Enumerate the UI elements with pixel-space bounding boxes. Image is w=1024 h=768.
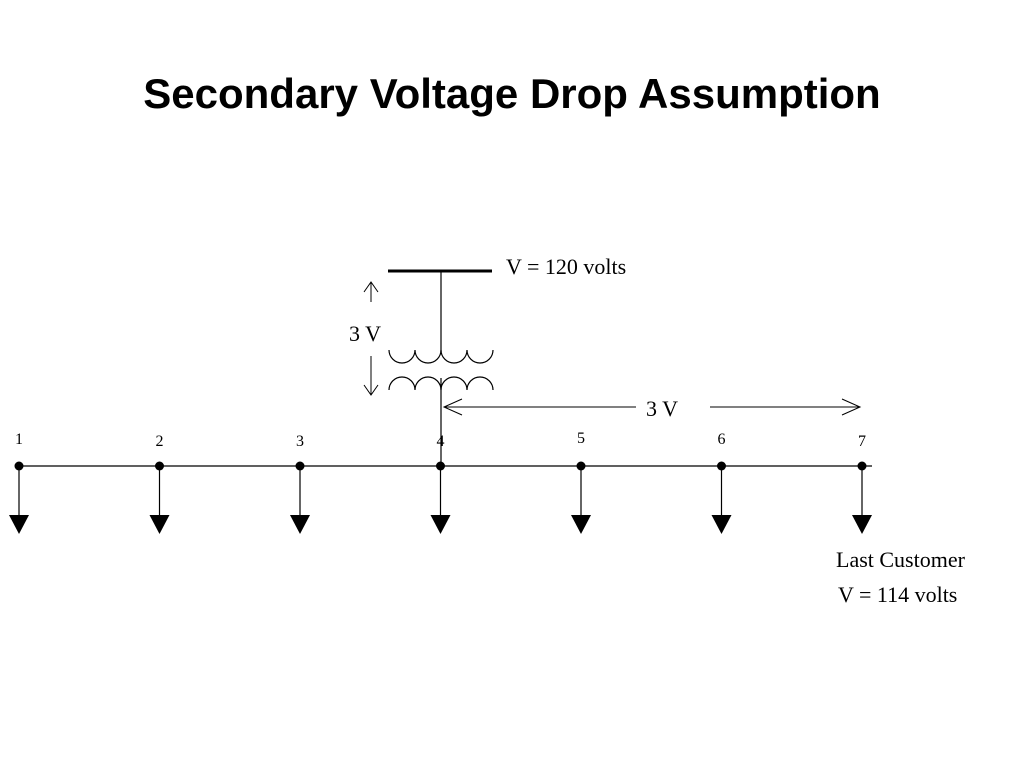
node-number-label: 7 [858,433,866,450]
node-number-label: 3 [296,433,304,450]
load-arrow-icon [149,515,170,534]
transformer-drop-label: 3 V [349,321,381,346]
load-arrow-icon [571,515,591,534]
secondary-drop-label: 3 V [646,396,678,421]
load-arrow-icon [430,515,451,534]
customer-node-4: 4 [430,433,451,534]
customer-node-3: 3 [290,433,310,534]
customer-node-2: 2 [149,433,170,534]
customer-node-6: 6 [711,431,732,534]
last-customer-voltage: V = 114 volts [838,582,957,607]
source-voltage-label: V = 120 volts [506,254,626,279]
load-arrow-icon [711,515,732,534]
node-number-label: 2 [156,433,164,450]
customer-node-5: 5 [571,430,591,534]
secondary-drop-arrow [442,398,862,416]
last-customer-label: Last Customer [836,547,966,572]
slide-title: Secondary Voltage Drop Assumption [143,70,881,117]
customer-node-7: 7 [852,433,872,534]
customer-nodes: 1 2 3 4 5 6 7 [9,430,872,534]
node-number-label: 5 [577,430,585,447]
node-number-label: 6 [718,431,726,448]
customer-node-1: 1 [9,431,29,534]
node-number-label: 4 [437,433,445,450]
load-arrow-icon [9,515,29,534]
load-arrow-icon [852,515,872,534]
node-number-label: 1 [15,431,23,448]
load-arrow-icon [290,515,310,534]
transformer-drop-arrows [363,281,379,396]
